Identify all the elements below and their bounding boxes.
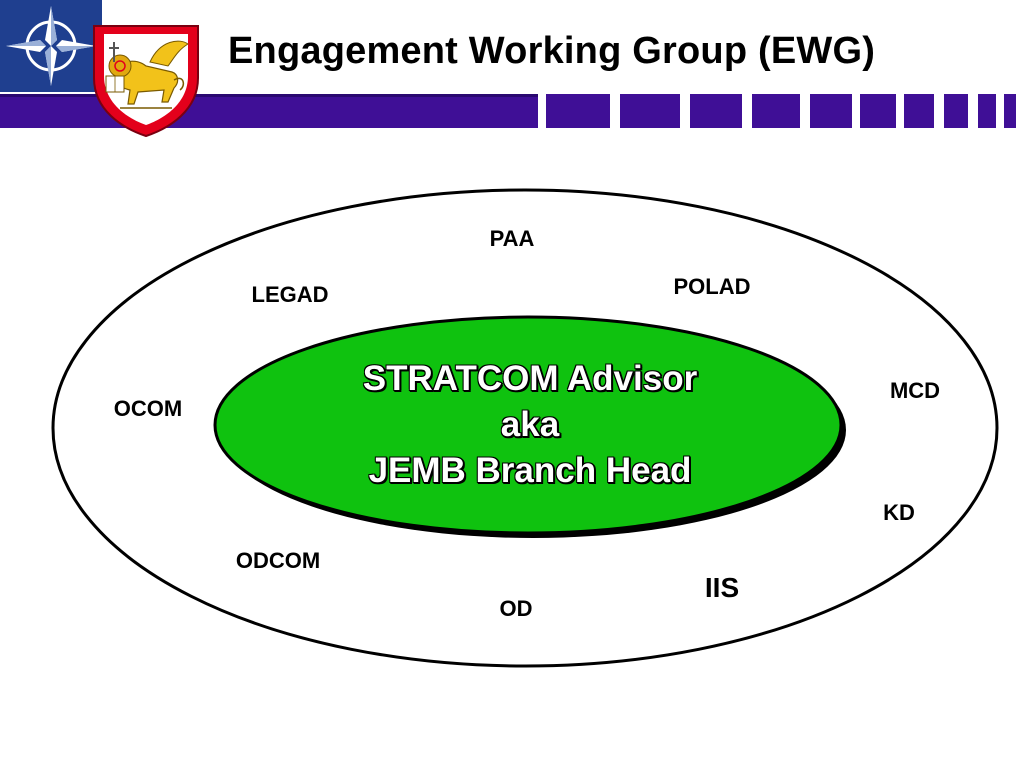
header-bar — [0, 94, 1016, 128]
inner-ellipse — [213, 315, 843, 535]
member-odcom: ODCOM — [235, 548, 321, 573]
member-ocom: OCOM — [113, 396, 183, 421]
header-bar-block — [690, 94, 742, 128]
header-bar-block — [978, 94, 996, 128]
header-bar-block — [752, 94, 800, 128]
member-legad: LEGAD — [251, 282, 329, 307]
member-od: OD — [499, 596, 533, 621]
header-bar-block — [1004, 94, 1016, 128]
outer-ellipse — [51, 188, 999, 668]
member-polad: POLAD — [673, 274, 751, 299]
header-bar-block — [904, 94, 934, 128]
header-bar-block — [546, 94, 610, 128]
center-line-2: aka — [500, 405, 560, 444]
nato-logo — [0, 0, 102, 92]
center-label: STRATCOM Advisor aka JEMB Branch Head — [320, 356, 740, 494]
header-bar-block — [944, 94, 968, 128]
header-bar-block — [860, 94, 896, 128]
member-mcd: MCD — [889, 378, 941, 403]
center-line-1: STRATCOM Advisor — [362, 359, 698, 398]
header-bar-block — [810, 94, 852, 128]
member-paa: PAA — [489, 226, 535, 251]
member-kd: KD — [883, 500, 915, 525]
center-line-3: JEMB Branch Head — [368, 451, 692, 490]
member-iis: IIS — [704, 572, 740, 603]
slide-title: Engagement Working Group (EWG) — [228, 30, 876, 72]
header-bar-block — [620, 94, 680, 128]
crest-emblem-icon — [93, 25, 199, 138]
